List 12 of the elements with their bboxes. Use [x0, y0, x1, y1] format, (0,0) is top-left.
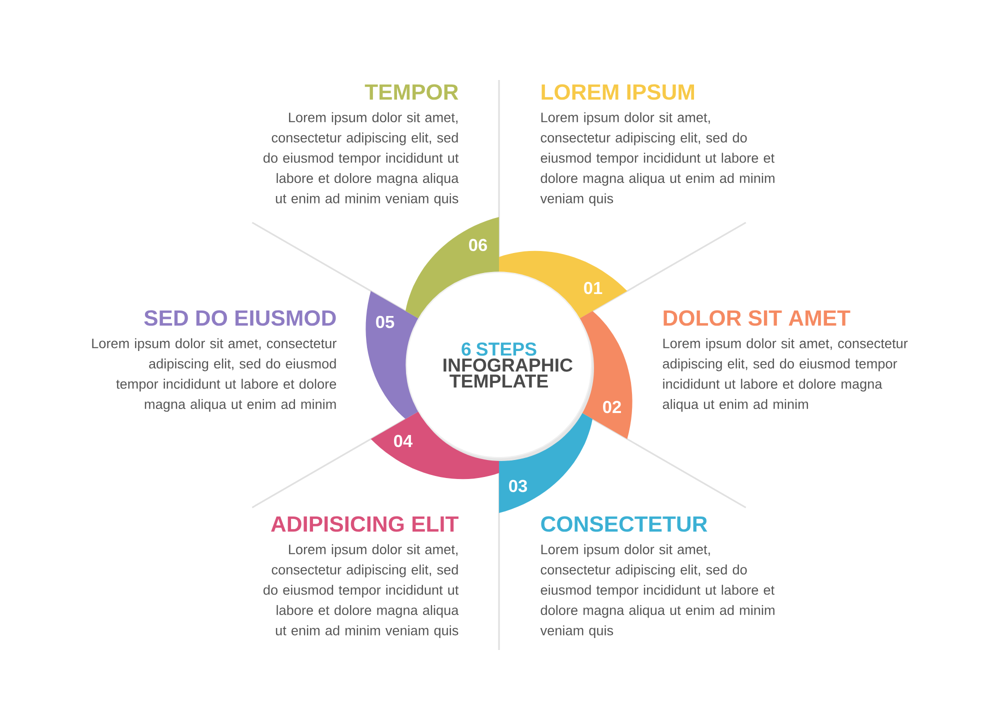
step-title: SED DO EIUSMOD	[144, 310, 336, 326]
step-description: Lorem ipsum dolor sit amet, consectetur adipiscing elit, sed do eiusmod tempor incididunt ut labore et dolore magna aliqua ut enim ad minim	[662, 338, 908, 412]
step-description: Lorem ipsum dolor sit amet, consectetur adipiscing elit, sed do eiusmod tempor incididunt ut labore et dolore magna aliqua ut enim ad minim	[92, 338, 336, 412]
step-description: Lorem ipsum dolor sit amet, consectetur adipiscing elit, sed do eiusmod tempor incididunt ut labore et dolore magna aliqua ut enim ad minim veniam quis	[264, 544, 459, 638]
step-title: ADIPISICING ELIT	[271, 516, 458, 532]
step-title: LOREM IPSUM	[542, 84, 694, 100]
step-description: Lorem ipsum dolor sit amet, consectetur adipiscing elit, sed do eiusmod tempor incididunt ut labore et dolore magna aliqua ut enim ad minim veniam quis	[264, 112, 459, 206]
step-description: Lorem ipsum dolor sit amet, consectetur adipiscing elit, sed do eiusmod tempor incididunt ut labore et dolore magna aliqua ut enim ad minim veniam quis	[540, 544, 774, 638]
step-title: TEMPOR	[364, 84, 458, 100]
step-description: Lorem ipsum dolor sit amet, consectetur adipiscing elit, sed do eiusmod tempor incididunt ut labore et dolore magna aliqua ut enim ad minim veniam quis	[540, 112, 774, 206]
step-title: CONSECTETUR	[541, 516, 708, 532]
step-title: DOLOR SIT AMET	[664, 310, 850, 326]
